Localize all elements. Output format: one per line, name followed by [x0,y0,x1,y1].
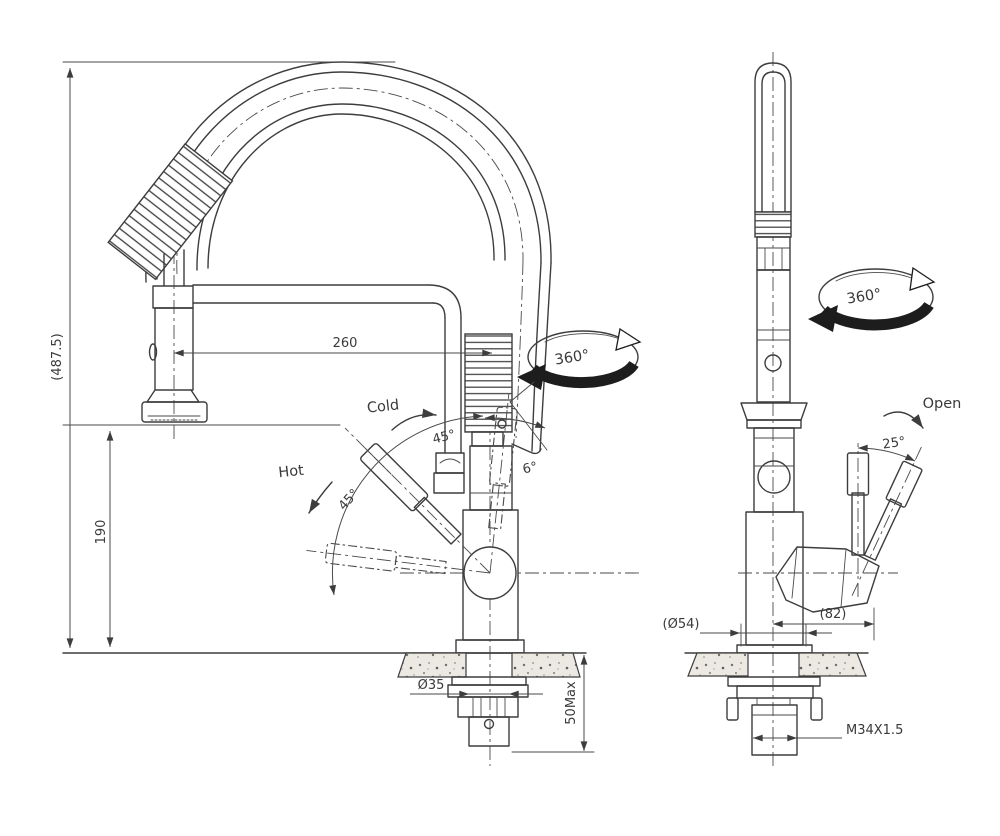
rotation-symbol-side [808,266,936,332]
dim-deck-label: 50Max [564,681,579,725]
dim-base-label: (Ø54) [663,617,700,632]
dim-spray-height: 190 [94,520,109,545]
spray-button [148,343,158,361]
side-handle-closed [846,443,870,597]
dim-reach: 260 [333,336,358,351]
open-direction-arrow [883,411,924,429]
angle-cold-label: 45° [431,427,457,447]
hot-label: Hot [278,463,305,482]
angle-tilt-label: 6° [521,460,539,478]
dim-handle-label: (82) [820,607,847,622]
side-handle-mount [775,546,880,613]
rotation-symbol-front [509,327,642,451]
handle-swing-arc [329,412,484,596]
cold-direction-arrow [391,408,437,431]
mounting-hardware-front [447,676,529,747]
open-label: Open [923,396,962,412]
rotation-label-front: 360° [554,347,591,368]
side-base-flange [736,644,813,654]
angle-hot-label: 45° [336,486,363,513]
countertop-side [684,652,869,677]
hot-direction-arrow [308,481,333,514]
spout-spring [107,142,234,281]
mounting-hardware-side [726,676,823,756]
side-pivot-hole [764,354,782,372]
angle-open-label: 25° [882,434,907,452]
front-view: (487.5) 190 260 360° Cold Hot 45° 45° 6°… [50,61,642,766]
tilt-arc [484,414,546,429]
side-view: 360° Open 25° (Ø54) (82) M34X1.5 [663,52,962,766]
spray-head [141,249,208,423]
side-spout-column [736,62,813,654]
dimensions-side [700,607,875,742]
dim-hole-label: Ø35 [418,678,445,693]
rotation-label-side: 360° [846,286,883,307]
side-handle-open [851,446,923,596]
dimensions-front [62,61,595,753]
thread-label: M34X1.5 [846,723,903,738]
cold-label: Cold [366,397,400,416]
side-ball-joint [757,460,791,494]
countertop-front [62,652,587,678]
support-arm [192,284,465,494]
dim-overall-height: (487.5) [50,333,65,380]
open-angle-arc [857,444,916,462]
